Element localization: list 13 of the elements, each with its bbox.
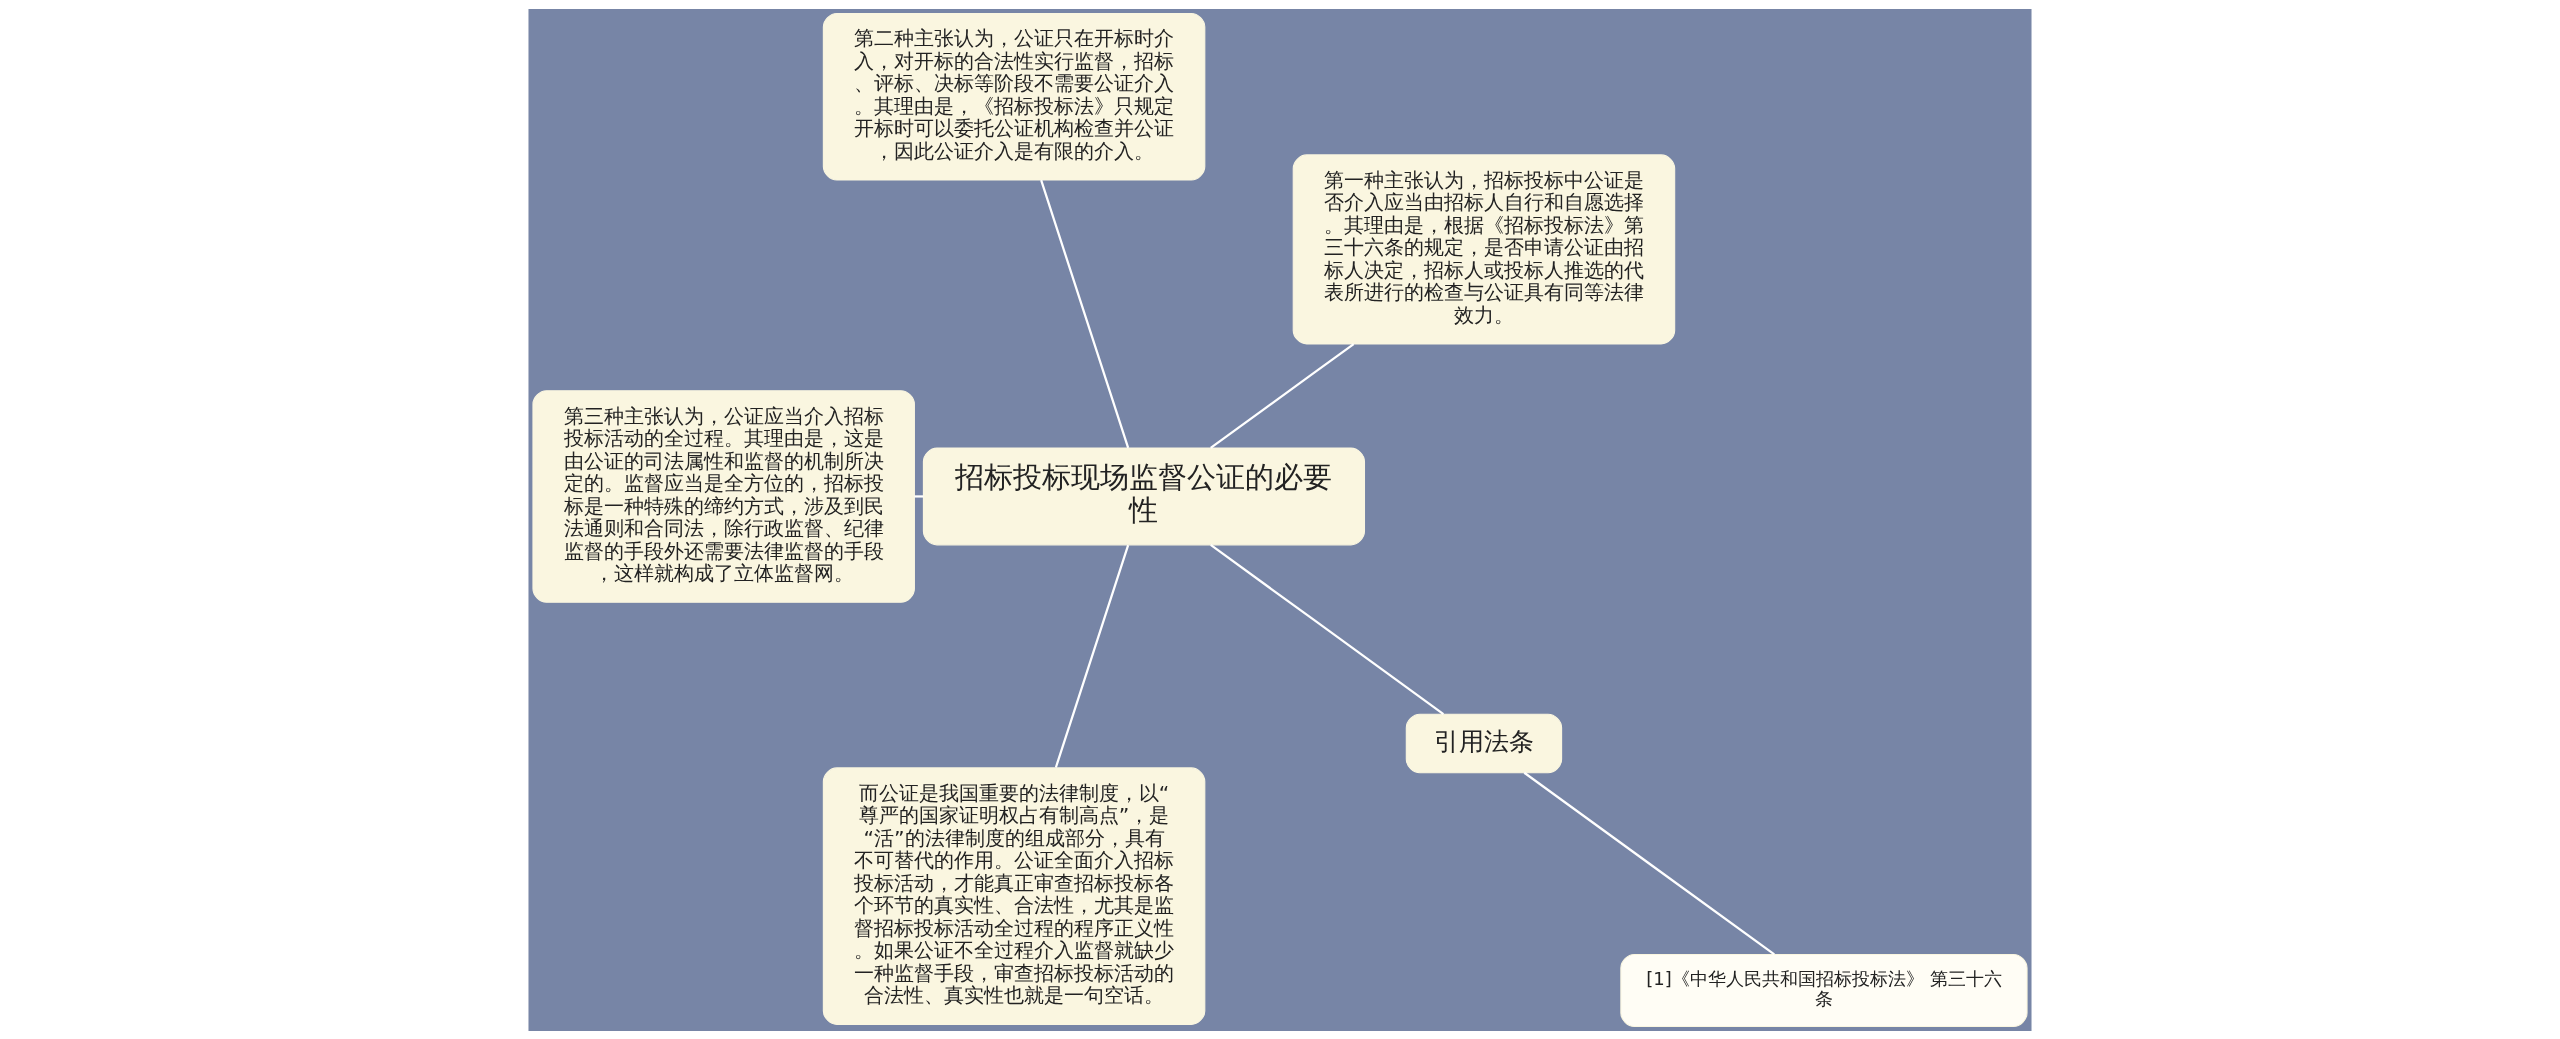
node-box: 而公证是我国重要的法律制度，以“尊严的国家证明权占有制高点”，是“活”的法律制度的组成部分，具有不可替代的作用。公证全面介入招标投标活动，才能真正审查招标投标各个环节的真实性、合法性，尤其是监督招标投标活动全过程的程序正义性。如果公证不全过程介入监督就缺少一种监督手段，审查招标投标活动的合法性、真实性也就是一句空话。 (822, 766, 1206, 1025)
node-box: 引用法条 (1405, 713, 1563, 773)
node-box: [1]《中华人民共和国招标投标法》 第三十六条 (1620, 953, 2028, 1027)
connector (914, 494, 924, 498)
connector (1054, 544, 1130, 768)
connector (1210, 342, 1355, 449)
node-box: 第二种主张认为，公证只在开标时介入，对开标的合法性实行监督，招标、评标、决标等阶段不需要公证介入。其理由是，《招标投标法》只规定开标时可以委托公证机构检查并公证，因此公证介入是有限的介入。 (822, 12, 1206, 181)
node-box: 招标投标现场监督公证的必要性 (922, 447, 1366, 545)
connector (1040, 179, 1130, 448)
connector (1210, 543, 1445, 715)
connector (1523, 771, 1775, 955)
node-box: 第一种主张认为，招标投标中公证是否介入应当由招标人自行和自愿选择。其理由是，根据《招标投标法》第三十六条的规定，是否申请公证由招标人决定，招标人或投标人推选的代表所进行的检查与公证具有同等法律效力。 (1292, 153, 1676, 344)
node-box: 第三种主张认为，公证应当介入招标投标活动的全过程。其理由是，这是由公证的司法属性和监督的机制所决定的。监督应当是全方位的，招标投标是一种特殊的缔约方式，涉及到民法通则和合同法，除行政监督、纪律监督的手段外还需要法律监督的手段，这样就构成了立体监督网。 (532, 389, 915, 603)
